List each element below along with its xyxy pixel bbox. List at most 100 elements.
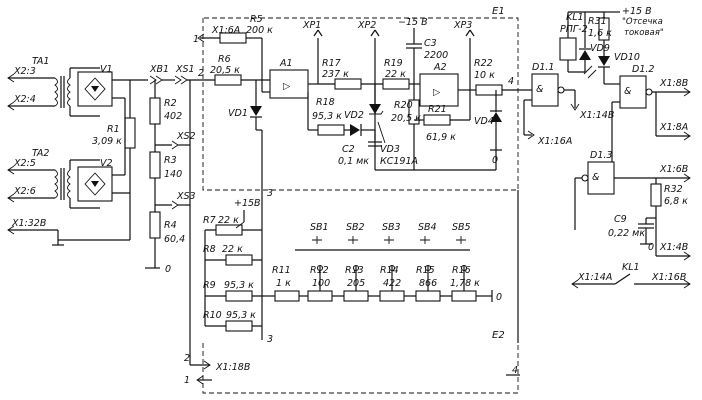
output-x1-4b: X1:4B [656,242,691,261]
resistor-r32: R32 6,8 к [650,178,688,256]
block-e1-outline: E1 [202,6,519,191]
r11-name: R11 [272,265,291,276]
r21-name: R21 [428,104,447,115]
diode-vd9: VD9 [579,12,610,72]
r7-value: 22 к [218,215,239,226]
r12-value: 100 [312,278,330,289]
r17-value: 237 к [322,69,349,80]
input-connectors: X2:3 X2:4 X2:5 X2:6 X1:32B [7,66,58,235]
r9-name: R9 [203,280,216,291]
amplifier-a2: ▷ A2 [419,62,470,107]
resistor-r18: R18 95,3 к [307,92,350,136]
node-4-bottom: 4 [512,365,518,376]
r18-name: R18 [316,97,335,108]
connector-x2-6: X2:6 [13,186,36,197]
resistor-r22: R22 10 к 4 [470,58,532,96]
bridge-v2: V2 [77,158,130,202]
r4-value: 60,4 [164,234,185,245]
left-bus-lower [189,80,263,365]
supply-plus15-lower: +15В [234,198,261,222]
gate-d1-3: & D1.3 [574,150,615,230]
transformer-ta2: TA2 [32,148,100,209]
diode-vd4: VD4 0 [474,90,502,166]
r8-name: R8 [203,244,216,255]
xp3-label: XP3 [453,20,472,31]
bottom-connections: 2 1 X1:18B 4 [184,190,520,386]
connector-x1-18b: X1:18B [215,362,250,373]
divider-r2-r4: R2 402 R3 140 R4 60,4 0 XS2 XS3 [145,80,196,275]
r15-name: R15 [416,265,435,276]
plus15-lower-label: +15В [234,198,261,209]
c9-value: 0,22 мк [608,228,645,239]
a2-label: A2 [433,62,447,73]
connector-x2-4: X2:4 [13,94,36,105]
led-vd10: VD10 "Отсечка токовая" [583,17,664,85]
r17-name: R17 [322,58,341,69]
r3-name: R3 [164,155,177,166]
r10-value: 95,3 к [226,310,256,321]
a1-symbol: ▷ [283,81,291,92]
vd3-type: КС191А [380,156,418,167]
r21-value: 61,9 к [426,132,456,143]
relay-kl1: KL1 РПГ-2 [559,11,604,73]
diode-vd1: VD1 3 [228,80,273,200]
test-point-xp2: XP2 [357,20,380,170]
resistor-r17: R17 237 к [318,58,383,90]
d12-and-symbol: & [624,86,631,97]
r1-name: R1 [107,124,120,135]
switch-bank-sb1-sb5: SB1 SB2 SB3 SB4 SB5 [295,222,471,291]
capacitor-c3: −15 В C3 2200 [398,17,448,84]
ground-0-c9: 0 [648,242,654,253]
node-4-top: 4 [508,76,514,87]
ground-0-vd4: 0 [492,155,498,166]
connector-x1-6b: X1:6B [659,164,688,175]
r8-value: 22 к [222,244,243,255]
c2-value: 0,1 мк [338,156,369,167]
r3-value: 140 [164,169,182,180]
ground-0-left: 0 [165,264,171,275]
block-e2-label: E2 [492,330,505,341]
resistor-r8: R8 22 к [203,244,262,266]
connector-x1-8b: X1:8B [659,78,688,89]
r7-name: R7 [203,215,216,226]
kl1-contact-label: KL1 [622,262,640,273]
connector-x1-14a: X1:14A [577,272,612,283]
r31-value: 1,6 к [588,28,612,39]
ground-bus-e1 [375,150,497,171]
resistor-r7: R7 22 к [203,215,262,236]
r22-name: R22 [474,58,493,69]
connector-x2-5: X2:5 [13,158,36,169]
vd4-label: VD4 [474,116,494,127]
r31-name: R31 [588,16,607,27]
resistor-r10: R10 95,3 к 3 [203,310,273,345]
connector-x1-16b: X1:16B [651,272,686,283]
r22-value: 10 к [474,70,495,81]
d11-label: D1.1 [532,62,554,73]
gate-d1-2: & D1.2 X1:8B [611,64,691,178]
xs1-label: XS1 [175,64,195,75]
a1-label: A1 [279,58,293,69]
r32-name: R32 [664,184,683,195]
r32-value: 6,8 к [664,196,688,207]
r14-name: R14 [380,265,399,276]
note-line2: токовая" [624,28,664,38]
block-e1-label: E1 [492,6,505,17]
zener-vd3: VD3 КС191А [369,84,418,167]
vd2-label: VD2 [344,110,364,121]
gate-d1-1: & D1.1 X1:16A X1:14B [523,62,614,147]
diode-vd2: VD2 [344,110,375,136]
r2-name: R2 [164,98,177,109]
x1-6a-feedback: X1:6A 1 R5 200 к [193,14,273,92]
d11-and-symbol: & [536,84,543,95]
vd1-label: VD1 [228,108,248,119]
test-point-xp3: XP3 [453,20,475,90]
resistor-r9: R9 95,3 к [203,280,262,302]
node-1-bottom: 1 [184,375,190,386]
note-line1: "Отсечка [622,17,663,27]
amplifier-a1: ▷ A1 [262,58,318,99]
kl1-type: РПГ-2 [560,24,588,35]
outputs-x1-8a-6b: X1:8A X1:6B [612,92,691,183]
r19-name: R19 [384,58,403,69]
ta1-label: TA1 [32,56,49,67]
test-point-xp1: XP1 [302,20,323,84]
